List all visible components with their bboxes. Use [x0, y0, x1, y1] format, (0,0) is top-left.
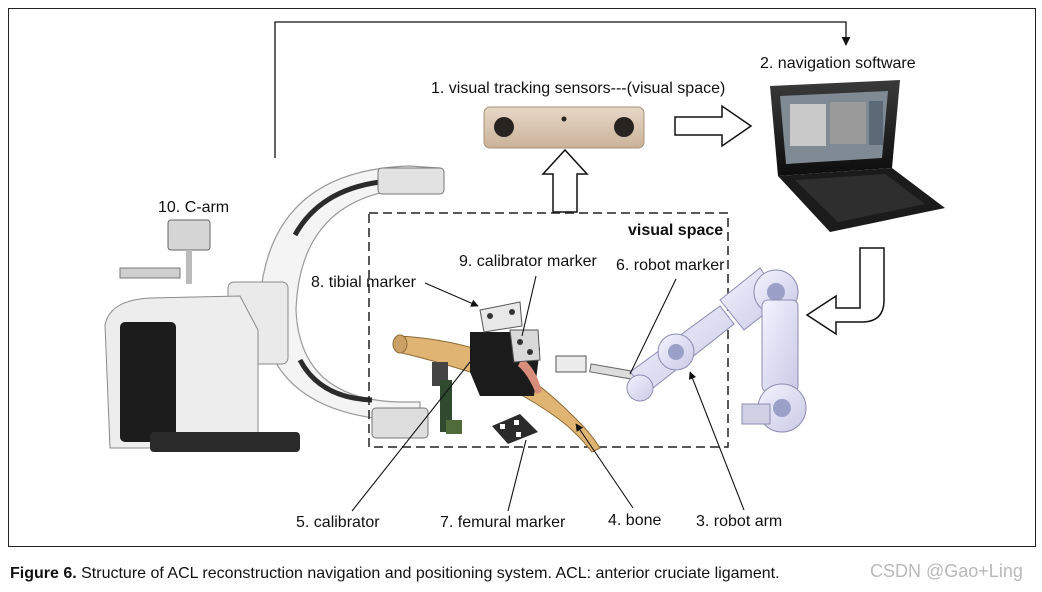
arrow-down-to-robot	[805, 247, 885, 336]
label-calibrator: 5. calibrator	[296, 514, 380, 531]
label-bone: 4. bone	[608, 512, 662, 529]
leader-lines	[351, 275, 745, 512]
arrow-up-to-sensors	[541, 148, 589, 213]
label-calibrator-marker: 9. calibrator marker	[459, 253, 597, 270]
label-robot-arm: 3. robot arm	[696, 513, 783, 530]
c-arm-machine	[104, 165, 445, 452]
label-tibial-marker: 8. tibial marker	[311, 274, 416, 291]
caption-text: Structure of ACL reconstruction navigati…	[76, 565, 780, 582]
femoral-marker-array	[492, 414, 538, 444]
robot-arm	[555, 267, 807, 433]
tracking-sensor-device	[483, 106, 645, 149]
feedback-connector	[274, 21, 851, 158]
label-c-arm: 10. C-arm	[158, 199, 230, 216]
figure-caption: Figure 6. Structure of ACL reconstructio…	[10, 565, 780, 583]
calibrator-marker-array	[509, 329, 541, 363]
laptop-navigation-software	[770, 80, 945, 232]
caption-figure-label: Figure 6.	[10, 565, 77, 582]
label-visual-space: visual space	[628, 222, 724, 239]
watermark: CSDN @Gao+Ling	[870, 561, 1023, 581]
label-robot-marker: 6. robot marker	[616, 257, 725, 274]
label-navigation-software: 2. navigation software	[760, 55, 916, 72]
calibrator-tool	[432, 362, 462, 434]
label-visual-tracking-sensors: 1. visual tracking sensors---(visual spa…	[431, 80, 726, 97]
label-femoral-marker: 7. femural marker	[440, 514, 566, 531]
arrow-right-to-software	[674, 104, 753, 148]
visual-space-region	[368, 212, 729, 448]
tibial-marker-array	[479, 301, 523, 333]
